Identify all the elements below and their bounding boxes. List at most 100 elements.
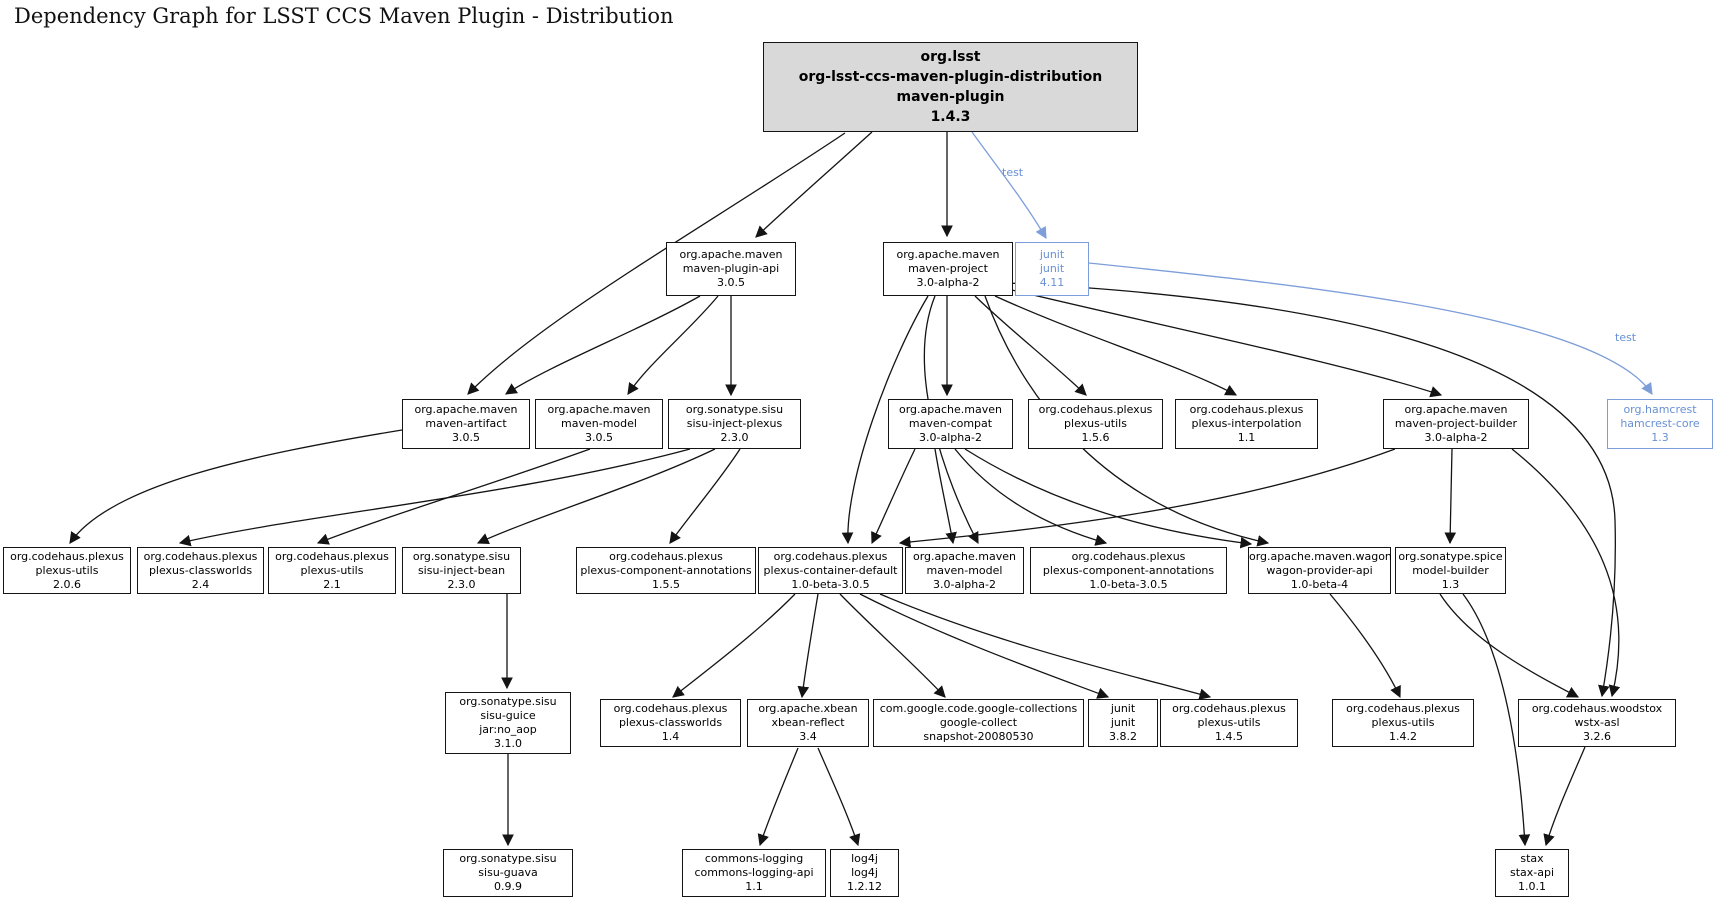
node-label: 2.3.0 (720, 431, 749, 444)
node-label: jar:no_aop (479, 723, 537, 736)
edge-maven-plugin-api-to-maven-model-3-0-5 (627, 295, 719, 395)
edge-maven-project-builder-to-model-builder (1444, 448, 1457, 545)
node-label: 1.4.3 (930, 109, 971, 125)
edge-junit-4-11-to-hamcrest-core (1088, 262, 1653, 395)
node-label: org.sonatype.spice (1398, 549, 1503, 563)
node-label: 3.0-alpha-2 (933, 577, 996, 591)
edge-maven-plugin-api-to-maven-artifact (505, 295, 701, 395)
node-label: sisu-inject-bean (417, 563, 506, 577)
node-label: 1.4.5 (1215, 730, 1243, 743)
node-label: commons-logging (704, 852, 804, 865)
node-label: 3.0.5 (585, 431, 613, 444)
node-label: plexus-classworlds (618, 716, 723, 729)
node-label: plexus-component-annotations (1042, 563, 1215, 577)
edge-maven-project-builder-to-plexus-container-default (898, 448, 1396, 548)
node-label: com.google.code.google-collections (879, 702, 1078, 715)
node-label: maven-plugin-api (682, 262, 780, 275)
node-label: 1.0-beta-3.0.5 (1089, 577, 1168, 591)
node-label: plexus-utils (1371, 716, 1435, 729)
node-label: 1.0-beta-3.0.5 (791, 577, 870, 591)
node-label: 1.1 (745, 880, 763, 893)
edge-plexus-container-default-to-plexus-utils-1-4-5 (879, 593, 1212, 700)
node-label: org.apache.maven (896, 248, 1000, 261)
node-label: org.codehaus.plexus (10, 549, 124, 563)
node-label: maven-model (561, 417, 637, 430)
edge-model-builder-to-stax-api (1462, 593, 1531, 847)
edge-maven-project-to-plexus-interpolation (994, 295, 1238, 396)
node-label: 1.3 (1651, 431, 1669, 444)
node-label: 3.0.5 (717, 276, 745, 289)
node-label: org.apache.maven (679, 248, 783, 261)
edge-root-to-maven-artifact (467, 132, 846, 395)
node-label: org.codehaus.plexus (1071, 549, 1186, 563)
node-label: log4j (851, 852, 878, 865)
edge-scope-label: test (1002, 166, 1024, 179)
node-label: org.apache.maven (899, 403, 1002, 416)
node-label: org.codehaus.plexus (1189, 403, 1304, 416)
node-label: plexus-utils (1197, 716, 1261, 729)
node-label: org-lsst-ccs-maven-plugin-distribution (798, 69, 1103, 85)
node-label: org.sonatype.sisu (459, 695, 557, 708)
node-label: 1.4 (661, 730, 680, 743)
node-label: org.apache.maven (1404, 403, 1508, 416)
edge-plexus-container-default-to-plexus-classworlds-1-4 (672, 593, 796, 698)
node-label: 3.1.0 (494, 737, 522, 750)
node-label: 4.11 (1039, 276, 1065, 289)
node-label: 3.8.2 (1109, 730, 1137, 743)
node-label: org.apache.maven (547, 403, 651, 416)
edge-maven-model-3-0-5-to-plexus-utils-2-1 (316, 448, 591, 545)
node-label: org.codehaus.woodstox (1531, 702, 1663, 715)
node-label: org.apache.maven (414, 403, 518, 416)
node-label: maven-project (908, 262, 988, 275)
edge-root-to-maven-plugin-api (755, 131, 873, 238)
node-label: 1.5.5 (652, 577, 680, 591)
node-label: org.sonatype.sisu (412, 549, 511, 563)
node-label: 1.0-beta-4 (1290, 577, 1349, 591)
edge-maven-project-to-maven-project-builder (1011, 289, 1443, 398)
node-label: 3.0-alpha-2 (916, 276, 980, 289)
node-label: sisu-guice (480, 709, 536, 722)
node-label: hamcrest-core (1620, 417, 1700, 430)
node-label: org.codehaus.plexus (1346, 702, 1460, 715)
edge-wstx-asl-to-stax-api (1543, 746, 1586, 847)
edge-maven-artifact-to-plexus-utils-2-0-6 (69, 429, 403, 544)
node-label: xbean-reflect (771, 716, 845, 729)
edge-sisu-inject-plexus-to-plexus-classworlds-2-4 (178, 448, 691, 547)
edge-scope-label: test (1615, 331, 1637, 344)
node-label: plexus-component-annotations (580, 563, 752, 577)
edge-maven-project-to-plexus-utils-1-5-6 (974, 295, 1087, 396)
edge-maven-compat-to-plexus-component-annotations-1-0-beta (954, 448, 1108, 546)
node-label: plexus-interpolation (1191, 417, 1302, 430)
node-label: org.codehaus.plexus (275, 549, 389, 563)
node-label: plexus-utils (1064, 417, 1127, 430)
node-label: 3.0-alpha-2 (1424, 431, 1488, 444)
edge-model-builder-to-wstx-asl (1439, 593, 1580, 698)
node-label: maven-model (926, 563, 1003, 577)
node-label: junit (1110, 702, 1136, 715)
node-label: org.apache.xbean (758, 702, 858, 715)
